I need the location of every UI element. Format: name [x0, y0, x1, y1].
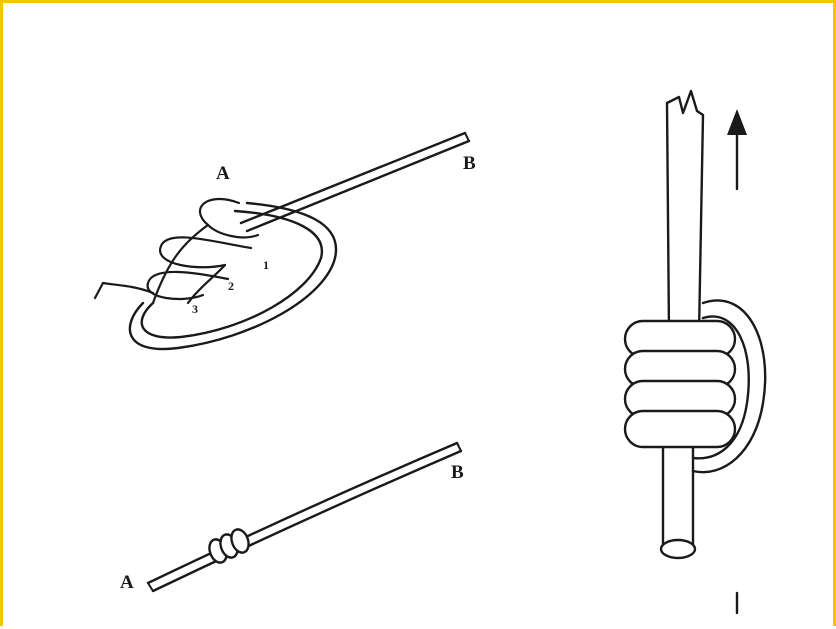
turn-label-3: 3 — [192, 302, 198, 316]
knot-tying-figure: A B 1 2 3 — [95, 133, 476, 349]
finished-knot-figure: A B — [120, 443, 464, 593]
knot-loop — [130, 203, 336, 349]
label-b: B — [451, 462, 464, 483]
label-a: A — [216, 163, 230, 184]
label-b: B — [463, 153, 476, 174]
rod-upper — [667, 91, 703, 333]
knot-wraps — [148, 199, 258, 303]
knot-diagram: A B 1 2 3 A B — [3, 3, 836, 629]
rod-coils — [625, 321, 735, 447]
rod-end — [661, 540, 695, 558]
label-a: A — [120, 572, 134, 593]
direction-arrow-icon — [727, 109, 747, 189]
finished-knot-coils — [206, 527, 251, 565]
turn-label-2: 2 — [228, 279, 234, 293]
finished-line — [148, 443, 461, 591]
turn-label-1: 1 — [263, 258, 269, 272]
rod-lower — [663, 443, 693, 551]
rod-knot-figure — [625, 91, 765, 613]
working-end — [95, 283, 153, 298]
